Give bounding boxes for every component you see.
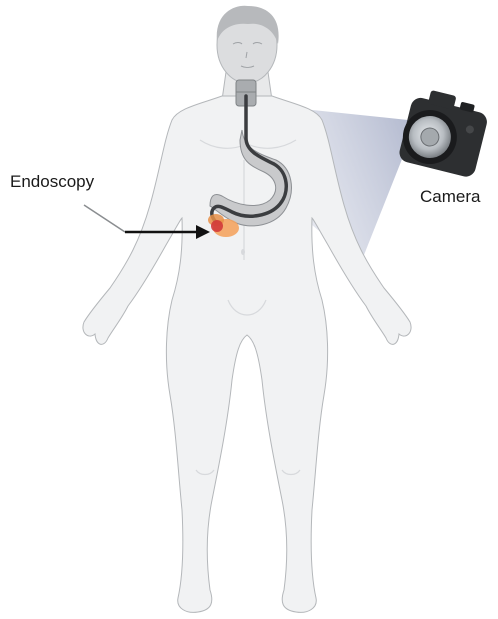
camera-label: Camera [420,187,480,207]
tumor [211,220,223,232]
camera-icon [396,86,491,179]
endoscopy-label: Endoscopy [10,172,94,192]
